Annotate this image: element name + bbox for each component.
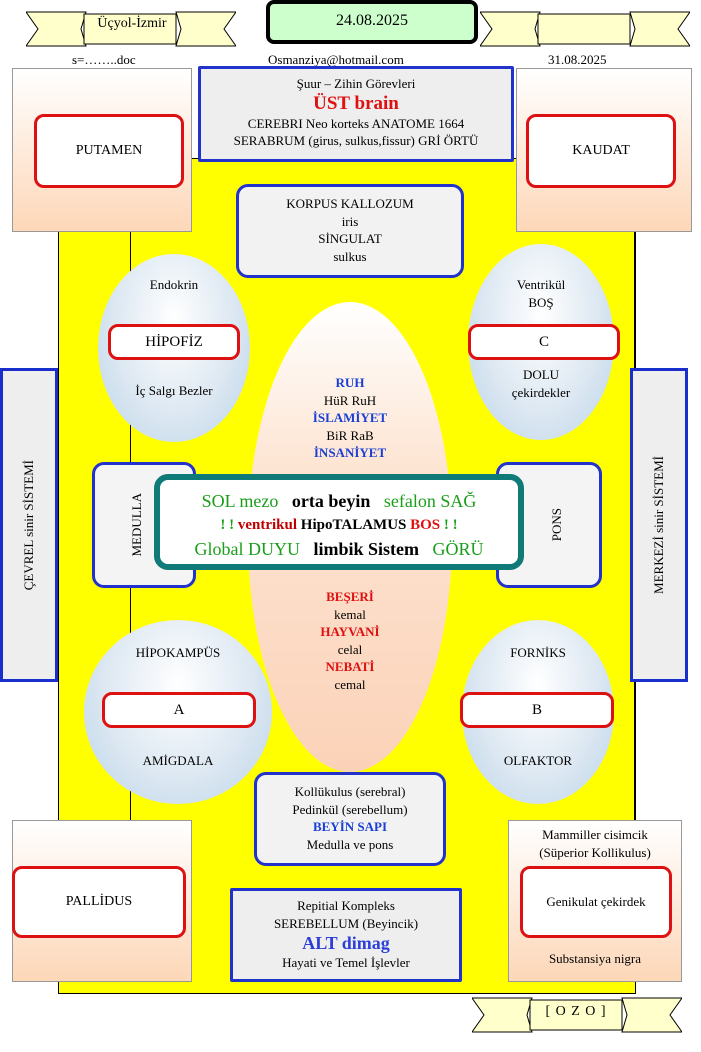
merkezi-label: MERKEZİ sinir SİSTEMİ [651, 456, 666, 594]
celal-text: celal [337, 641, 363, 657]
merkezi-panel: MERKEZİ sinir SİSTEMİ [630, 368, 688, 682]
putamen-box: PUTAMEN [34, 114, 184, 188]
superior-text: (Süperior Kollikulus) [539, 845, 651, 860]
hipofiz-box: HİPOFİZ [108, 324, 240, 360]
pallidus-box: PALLİDUS [12, 866, 186, 938]
alt-dimag-box: Repitial Kompleks SEREBELLUM (Beyincik) … [230, 888, 462, 982]
hipofiz-label: HİPOFİZ [145, 333, 203, 350]
forniks-text: FORNİKS [510, 645, 566, 660]
kaudat-box: KAUDAT [526, 114, 676, 188]
center-upper-text: RUH HüR RuH İSLAMİYET BiR RaB İNSANİYET [248, 374, 452, 462]
date-text: 24.08.2025 [336, 12, 408, 29]
exclaim-left: ! ! [220, 517, 238, 533]
hayati-text: Hayati ve Temel İşlevler [282, 955, 410, 970]
hipokampus-text: HİPOKAMPÜS [135, 645, 221, 660]
cevrel-panel: ÇEVREL sinir SİSTEMİ [0, 368, 58, 682]
serebellum-text: SEREBELLUM (Beyincik) [273, 915, 419, 931]
ust-brain-box: Şuur – Zihin Görevleri ÜST brain CEREBRI… [198, 66, 514, 162]
bos-text: BOŞ [528, 295, 554, 310]
sol-mezo-text: SOL mezo [201, 491, 279, 511]
email[interactable]: Osmanziya@hotmail.com [268, 52, 404, 67]
korpus-line3: SİNGULAT [318, 231, 382, 246]
center-row1: SOL mezo orta beyin sefalon SAĞ [160, 488, 518, 514]
korpus-box: KORPUS KALLOZUM iris SİNGULAT sulkus [236, 184, 464, 278]
ust-brain-title: ÜST brain [313, 92, 399, 114]
ventrikul-center-text: ventrikul [237, 517, 298, 533]
ruh-text: RUH [335, 375, 365, 390]
pons-label: PONS [549, 508, 564, 542]
mammiller-text: Mammiller cisimcik [542, 827, 648, 842]
medulla-pons-text: Medulla ve pons [306, 836, 394, 852]
date-box: 24.08.2025 [266, 0, 478, 44]
global-duyu-text: Global DUYU [194, 539, 300, 559]
kemal-text: kemal [334, 606, 366, 622]
b-label: B [531, 701, 542, 718]
date-small: 31.08.2025 [548, 52, 607, 67]
alt-dimag-title: ALT dimag [302, 933, 390, 953]
nebati-text: NEBATİ [325, 659, 375, 674]
limbik-sistem-text: limbik Sistem [313, 539, 419, 559]
orta-beyin-text: orta beyin [291, 491, 371, 511]
bos-center-text: BOS [410, 517, 441, 533]
pallidus-label: PALLİDUS [65, 894, 133, 909]
center-row2: ! ! ventrikul HipoTALAMUS BOS ! ! [160, 514, 518, 536]
korpus-line4: sulkus [333, 248, 367, 264]
pedinkul-text: Pedinkül (serebellum) [292, 801, 408, 817]
cekirdekler-text: çekirdekler [511, 385, 571, 400]
hayvani-text: HAYVANİ [320, 624, 380, 639]
location-label: Üçyol-İzmir [97, 16, 167, 31]
exclaim-right: ! ! [440, 517, 458, 533]
ventrikul-text: Ventrikül [516, 277, 566, 292]
footer-code: [ O Z O ] [545, 1004, 607, 1019]
center-row3: Global DUYU limbik Sistem GÖRÜ [160, 536, 518, 562]
korpus-line1: KORPUS KALLOZUM [286, 196, 414, 211]
amigdala-text: AMİGDALA [142, 753, 214, 768]
b-box: B [460, 692, 614, 728]
kaudat-label: KAUDAT [572, 143, 630, 158]
center-lower-text: BEŞERİ kemal HAYVANİ celal NEBATİ cemal [248, 588, 452, 693]
right-ribbon [480, 11, 690, 47]
cerebri-text: CEREBRI Neo korteks ANATOME 1664 [247, 115, 465, 131]
putamen-label: PUTAMEN [75, 143, 143, 158]
insaniyet-text: İNSANİYET [313, 445, 387, 460]
suur-text: Şuur – Zihin Görevleri [296, 76, 416, 91]
beyin-sapi-box: Kollükulus (serebral) Pedinkül (serebell… [254, 772, 446, 866]
dolu-text: DOLU [522, 367, 560, 382]
hur-ruh-text: HüR RuH [323, 392, 377, 408]
medulla-label: MEDULLA [129, 493, 144, 557]
a-label: A [173, 701, 185, 718]
cevrel-label: ÇEVREL sinir SİSTEMİ [21, 459, 36, 591]
footer-ribbon [472, 997, 682, 1033]
genikulat-box: Genikulat çekirdek [520, 866, 672, 938]
doc-name: s=……..doc [72, 52, 136, 67]
korpus-line2: iris [341, 213, 359, 229]
c-label: C [538, 333, 549, 350]
endokrin-text: Endokrin [149, 277, 199, 292]
center-teal-box: SOL mezo orta beyin sefalon SAĞ ! ! vent… [154, 474, 524, 570]
repitial-text: Repitial Kompleks [297, 898, 395, 913]
beyin-sapi-text: BEYİN SAPI [312, 819, 388, 834]
ic-salgi-text: İç Salgı Bezler [135, 383, 213, 398]
cemal-text: cemal [334, 676, 366, 692]
sefalon-sag-text: sefalon SAĞ [383, 491, 477, 511]
goru-text: GÖRÜ [432, 539, 484, 559]
islamiyet-text: İSLAMİYET [312, 410, 388, 425]
beseri-text: BEŞERİ [326, 589, 374, 604]
olfaktor-text: OLFAKTOR [503, 753, 573, 768]
genikulat-label: Genikulat çekirdek [546, 894, 646, 909]
a-box: A [102, 692, 256, 728]
bir-rab-text: BiR RaB [326, 427, 374, 443]
serabrum-text: SERABRUM (girus, sulkus,fissur) GRİ ÖRTÜ [233, 133, 479, 148]
left-ribbon [26, 11, 236, 47]
substansiya-text: Substansiya nigra [548, 951, 642, 966]
kollukulus-text: Kollükulus (serebral) [294, 784, 406, 799]
hipotalamus-text: HipoTALAMUS [297, 517, 411, 533]
c-box: C [468, 324, 620, 360]
